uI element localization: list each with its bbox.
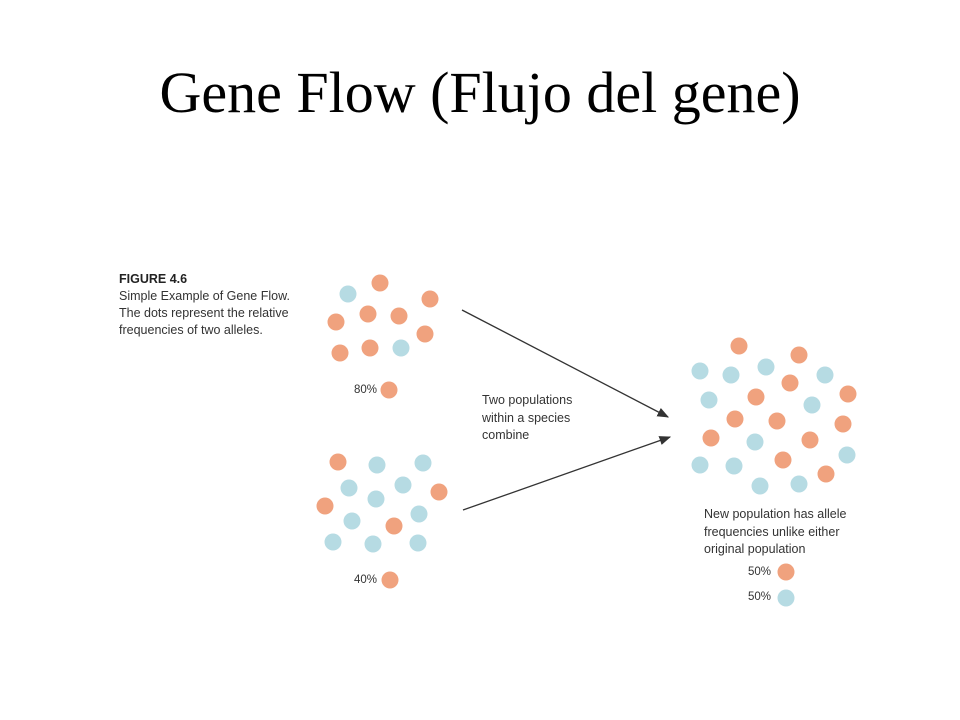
bottom-population-dot [340,479,358,497]
combined-population-dot [790,475,808,493]
top-population-dot [390,307,408,325]
combined-population-dot [726,410,744,428]
combined-population-dot [751,477,769,495]
bottom-population-percent: 40% [354,574,378,586]
combined-population-dot [790,346,808,364]
combined-population-dot [803,396,821,414]
bottom-population-dot [367,490,385,508]
combined-population-dot [725,457,743,475]
combined-population-note: New population has allele frequencies un… [704,507,847,556]
top-population-dot [392,339,410,357]
slide-title: Gene Flow (Flujo del gene) [159,60,801,125]
bottom-population-legend-dot [381,571,399,589]
top-population-dot [339,285,357,303]
bottom-population-dot [316,497,334,515]
bottom-population-dot [343,512,361,530]
bottom-population-dot [414,454,432,472]
combined-population-dot [700,391,718,409]
combined-population-dot [774,451,792,469]
combined-population-dot [817,465,835,483]
combined-population-dot [838,446,856,464]
combined-legend-percent-b: 50% [748,591,772,603]
combined-population-dot [747,388,765,406]
combined-population-dot [757,358,775,376]
bottom-population-dot [385,517,403,535]
top-population-dot [361,339,379,357]
arrow-bottom-to-combined [462,436,672,511]
top-population-dot [327,313,345,331]
arrow-label: Two populations within a species combine [482,393,573,442]
bottom-population-dot [410,505,428,523]
combined-population-dot [834,415,852,433]
figure-caption: FIGURE 4.6 Simple Example of Gene Flow. … [119,271,299,339]
top-population-percent: 80% [354,384,378,396]
combined-population-dot [781,374,799,392]
top-population-dot [359,305,377,323]
combined-legend-b-dot [777,589,795,607]
top-population-legend-dot [380,381,398,399]
figure-label: FIGURE 4.6 [119,272,188,286]
bottom-population-dot [394,476,412,494]
bottom-population-dot [368,456,386,474]
bottom-population-dot [329,453,347,471]
combined-population-dot [816,366,834,384]
combined-population-dot [691,362,709,380]
combined-population-dot [801,431,819,449]
bottom-population-dot [324,533,342,551]
combined-population-dot [730,337,748,355]
bottom-population-dot [409,534,427,552]
top-population-dot [371,274,389,292]
combined-population-dot [768,412,786,430]
top-population-dot [416,325,434,343]
combined-population-dot [839,385,857,403]
combined-legend-percent-a: 50% [748,566,772,578]
figure-caption-text: Simple Example of Gene Flow. The dots re… [119,289,290,337]
combined-population-dot [722,366,740,384]
top-population-dot [421,290,439,308]
combined-population-dot [702,429,720,447]
top-population-dot [331,344,349,362]
arrow-top-to-combined [461,309,670,418]
combined-population-dot [691,456,709,474]
bottom-population-dot [364,535,382,553]
bottom-population-dot [430,483,448,501]
combined-population-dot [746,433,764,451]
combined-legend-a-dot [777,563,795,581]
